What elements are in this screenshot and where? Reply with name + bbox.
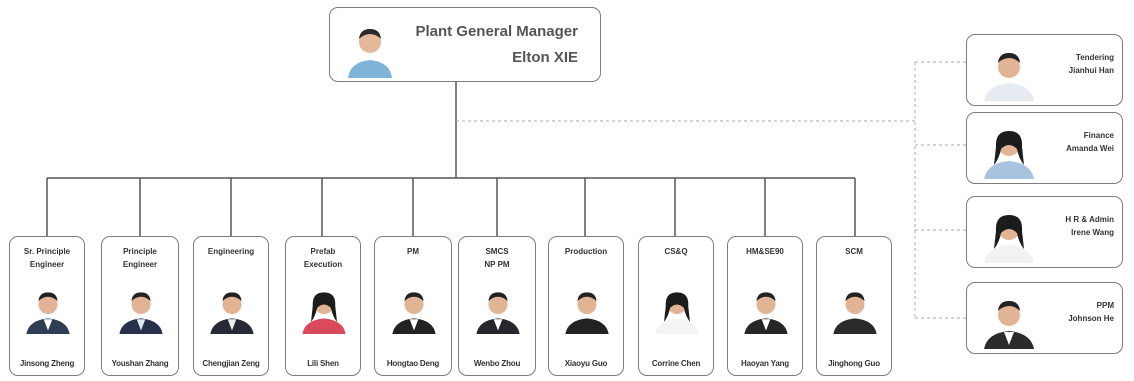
department-person-name: Jinsong Zheng	[19, 359, 75, 368]
top-manager-name: Elton XIE	[512, 49, 578, 66]
department-person-name: Chengjian Zeng	[202, 359, 260, 368]
person-photo-icon	[829, 282, 881, 334]
person-photo-icon	[651, 282, 703, 334]
department-person-name: Lili Shen	[307, 359, 339, 368]
department-person-name: Haoyan Yang	[741, 359, 789, 368]
department-card: PM Hongtao Deng	[374, 236, 452, 376]
staff-text: PPM Johnson He	[1068, 299, 1114, 325]
department-person-name: Xiaoyu Guo	[564, 359, 608, 368]
staff-person-name: Johnson He	[1068, 314, 1114, 323]
department-role: CS&Q	[664, 247, 688, 256]
person-photo-icon	[340, 18, 400, 78]
department-role: Engineering	[207, 247, 255, 256]
staff-person-name: Irene Wang	[1071, 228, 1114, 237]
department-role: SCM	[845, 247, 863, 256]
staff-card: PPM Johnson He	[966, 282, 1123, 354]
department-person-name: Jinghong Guo	[828, 359, 880, 368]
department-card: SMCS NP PM Wenbo Zhou	[458, 236, 536, 376]
person-photo-icon	[561, 282, 613, 334]
department-role: Sr. Principle Engineer	[23, 247, 71, 269]
person-photo-icon	[388, 282, 440, 334]
department-role: Production	[564, 247, 608, 256]
person-photo-icon	[979, 289, 1039, 349]
person-photo-icon	[22, 282, 74, 334]
person-photo-icon	[472, 282, 524, 334]
department-role: SMCS NP PM	[484, 247, 510, 269]
staff-role: Finance	[1083, 131, 1114, 140]
department-person-name: Corrine Chen	[651, 359, 701, 368]
person-photo-icon	[979, 203, 1039, 263]
person-photo-icon	[979, 119, 1039, 179]
department-role: Principle Engineer	[122, 247, 158, 269]
staff-role: H R & Admin	[1065, 215, 1114, 224]
staff-person-name: Amanda Wei	[1066, 144, 1114, 153]
department-role: HM&SE90	[746, 247, 784, 256]
department-person-name: Hongtao Deng	[386, 359, 440, 368]
department-person-name: Youshan Zhang	[111, 359, 169, 368]
person-photo-icon	[979, 41, 1039, 101]
staff-role: PPM	[1096, 301, 1114, 310]
department-card: CS&Q Corrine Chen	[638, 236, 714, 376]
person-photo-icon	[740, 282, 792, 334]
person-photo-icon	[206, 282, 258, 334]
department-role: Prefab Execution	[303, 247, 343, 269]
person-photo-icon	[115, 282, 167, 334]
department-card: SCM Jinghong Guo	[816, 236, 892, 376]
top-manager-role: Plant General Manager	[415, 23, 578, 40]
department-person-name: Wenbo Zhou	[473, 359, 521, 368]
person-photo-icon	[298, 282, 350, 334]
top-manager-card: Plant General Manager Elton XIE	[329, 7, 601, 82]
department-role: PM	[407, 247, 419, 256]
staff-person-name: Jianhui Han	[1068, 66, 1114, 75]
staff-role: Tendering	[1075, 53, 1114, 62]
